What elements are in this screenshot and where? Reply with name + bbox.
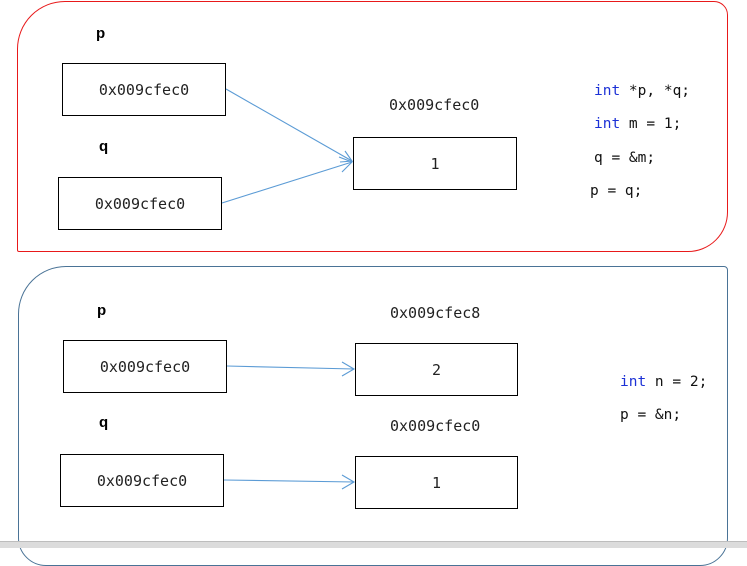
- code-line-1: int *p, *q;: [594, 83, 690, 99]
- code-line-1: int n = 2;: [620, 374, 707, 390]
- arrow-p-to-m: [225, 88, 353, 162]
- arrowhead-icon: [339, 150, 353, 163]
- code-text: p = q;: [590, 183, 643, 199]
- code-line-4: p = q;: [590, 183, 642, 199]
- keyword: int: [594, 116, 621, 132]
- pointer-p-box: 0x009cfec0: [62, 63, 226, 116]
- arrow-q-to-m: [223, 479, 355, 483]
- code-text: p = &n;: [620, 407, 682, 423]
- variable-n-box: 2: [355, 343, 518, 396]
- pointer-label-q: q: [99, 414, 109, 431]
- pointer-q-box: 0x009cfec0: [58, 177, 222, 230]
- keyword: int: [620, 374, 647, 390]
- arrowhead-icon: [338, 156, 353, 173]
- variable-m-box: 1: [355, 456, 518, 509]
- pointer-p-box: 0x009cfec0: [63, 340, 227, 393]
- code-line-2: int m = 1;: [594, 116, 681, 132]
- bottom-panel: [18, 266, 728, 566]
- window-bottom-edge: [0, 541, 747, 548]
- variable-m-address: 0x009cfec0: [390, 417, 481, 435]
- pointer-arrows: [221, 88, 356, 490]
- arrowhead-icon: [341, 474, 356, 490]
- code-line-2: p = &n;: [620, 407, 681, 423]
- code-line-3: q = &m;: [594, 150, 655, 166]
- arrowhead-icon: [341, 361, 356, 377]
- code-text: m = 1;: [620, 116, 682, 132]
- code-text: n = 2;: [646, 374, 708, 390]
- pointer-q-box: 0x009cfec0: [60, 454, 224, 507]
- keyword: int: [594, 83, 621, 99]
- code-text: *p, *q;: [620, 83, 691, 99]
- code-text: q = &m;: [594, 150, 656, 166]
- pointer-label-p: p: [96, 25, 106, 42]
- arrow-p-to-n: [226, 365, 355, 370]
- arrow-q-to-m: [221, 161, 353, 204]
- variable-m-address: 0x009cfec0: [389, 96, 480, 114]
- pointer-label-p: p: [97, 302, 107, 319]
- variable-m-box: 1: [353, 137, 517, 190]
- pointer-label-q: q: [99, 138, 109, 155]
- variable-n-address: 0x009cfec8: [390, 304, 481, 322]
